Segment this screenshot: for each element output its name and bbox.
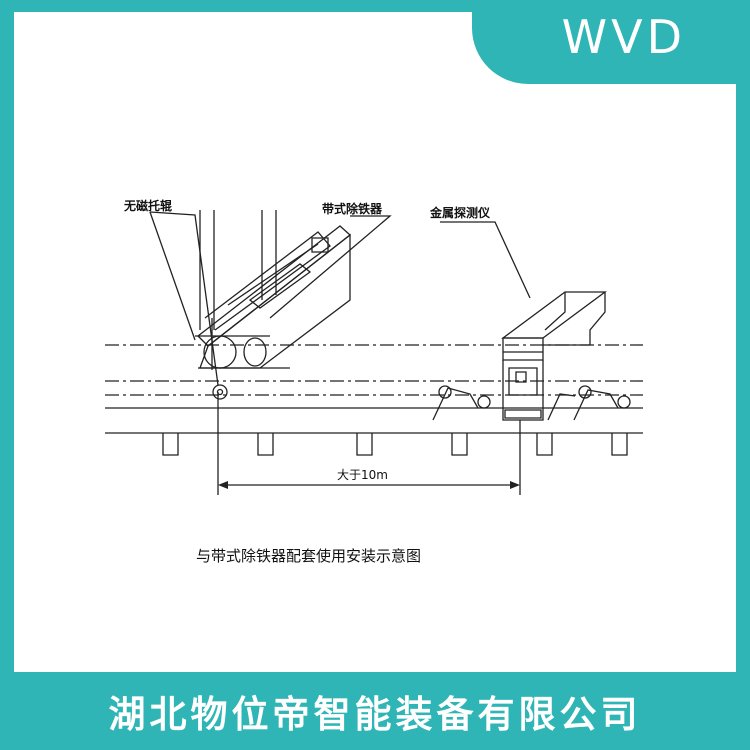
leader-detector bbox=[440, 221, 531, 299]
leader-separator bbox=[269, 215, 392, 319]
idler-sets bbox=[432, 385, 631, 421]
frame-legs bbox=[162, 433, 628, 456]
label-distance: 大于10m bbox=[337, 468, 388, 482]
leader-roller-2 bbox=[149, 211, 196, 341]
label-separator: 带式除铁器 bbox=[322, 201, 383, 216]
dim-arrows bbox=[218, 481, 520, 489]
belt-iron-separator bbox=[195, 210, 352, 370]
diagram-caption: 与带式除铁器配套使用安装示意图 bbox=[196, 547, 421, 565]
footer-bar: 湖北物位帝智能装备有限公司 bbox=[0, 672, 750, 750]
logo-badge: WVD bbox=[472, 0, 750, 84]
label-detector: 金属探测仪 bbox=[429, 205, 491, 220]
brand-logo: WVD bbox=[561, 10, 686, 64]
leader-roller bbox=[149, 211, 219, 386]
non-magnetic-roller bbox=[212, 384, 228, 400]
label-roller: 无磁托辊 bbox=[123, 198, 172, 213]
metal-detector bbox=[501, 291, 607, 421]
company-name: 湖北物位帝智能装备有限公司 bbox=[108, 693, 642, 736]
